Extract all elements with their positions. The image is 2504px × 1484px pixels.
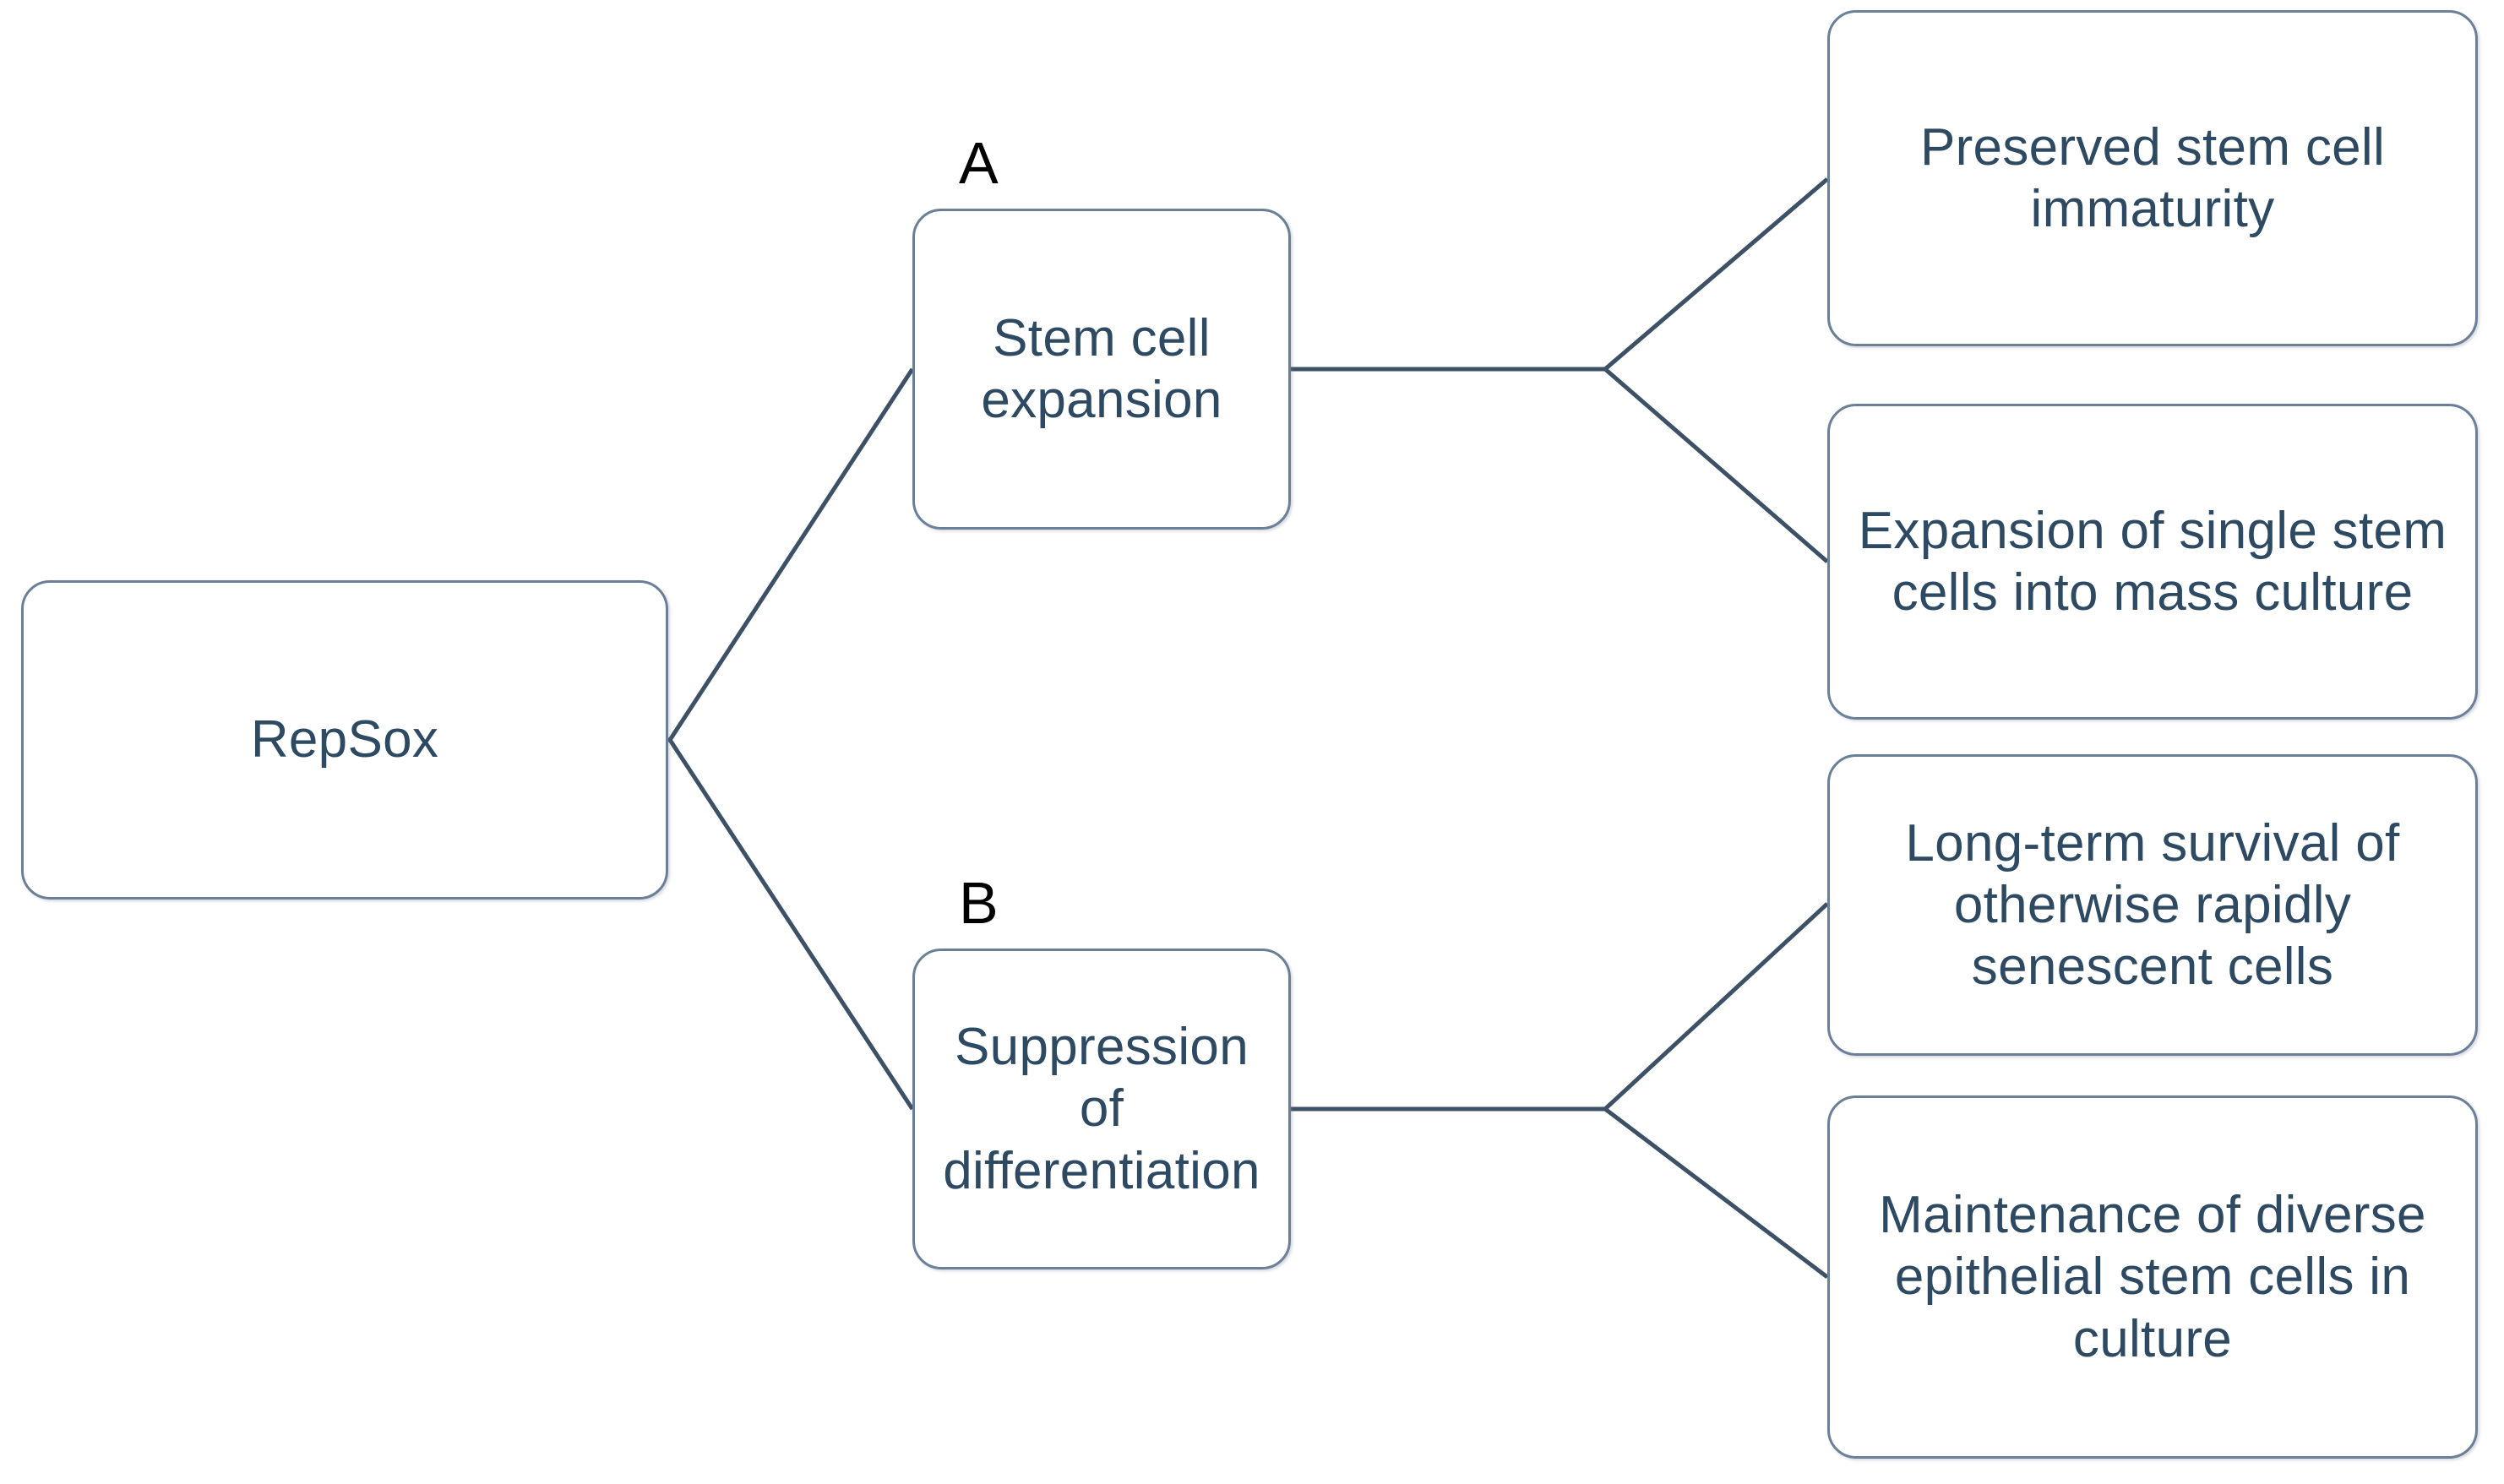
connector-branch-b-hub-to-leaf-b1 [1603, 902, 1829, 1111]
node-suppression-of-differentiation[interactable]: Suppression of differentiation [912, 949, 1291, 1269]
connector-branch-a-hub-to-leaf-a2 [1603, 367, 1829, 563]
connector-branch-b-hub-to-leaf-b2 [1603, 1107, 1829, 1279]
node-stem-cell-expansion[interactable]: Stem cell expansion [912, 209, 1291, 530]
node-long-term-survival-label: Long-term survival of otherwise rapidly … [1905, 813, 2400, 997]
panel-letter-a: A [959, 130, 999, 196]
connector-root-to-branch-b [667, 738, 915, 1111]
panel-letter-b: B [959, 870, 999, 936]
node-expansion-of-single-stem-cells[interactable]: Expansion of single stem cells into mass… [1827, 404, 2478, 720]
node-repsox[interactable]: RepSox [21, 580, 668, 900]
connector-branch-a-hub-to-leaf-a1 [1603, 177, 1829, 371]
node-preserved-stem-cell-immaturity[interactable]: Preserved stem cell immaturity [1827, 10, 2478, 346]
node-repsox-label: RepSox [250, 710, 439, 769]
node-maintenance-of-epithelial-stem-cells[interactable]: Maintenance of diverse epithelial stem c… [1827, 1095, 2478, 1459]
node-maintenance-of-epithelial-stem-cells-label: Maintenance of diverse epithelial stem c… [1879, 1186, 2426, 1368]
node-suppression-of-differentiation-label: Suppression of differentiation [943, 1018, 1260, 1200]
node-long-term-survival[interactable]: Long-term survival of otherwise rapidly … [1827, 754, 2478, 1056]
node-expansion-of-single-stem-cells-label: Expansion of single stem cells into mass… [1858, 501, 2447, 622]
node-stem-cell-expansion-label: Stem cell expansion [981, 308, 1222, 429]
node-preserved-stem-cell-immaturity-label: Preserved stem cell immaturity [1919, 117, 2386, 238]
connector-root-to-branch-a [667, 367, 915, 742]
